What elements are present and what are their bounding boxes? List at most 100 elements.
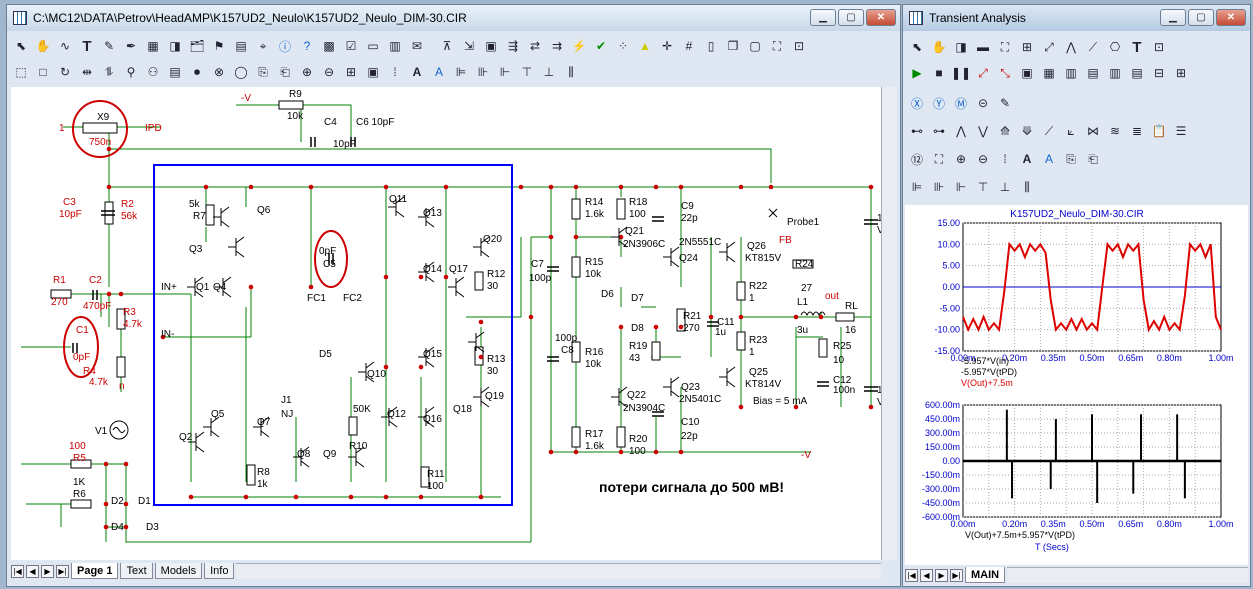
a-valley-icon[interactable]: ⋁ <box>978 124 988 138</box>
wire-icon[interactable]: ∿ <box>59 39 71 53</box>
find-icon[interactable]: ⚲ <box>126 65 136 79</box>
first-page-button[interactable]: |◀ <box>11 564 24 578</box>
a-align-mid-icon[interactable]: ⊥ <box>999 180 1011 194</box>
mirror-icon[interactable]: ⥮ <box>104 64 114 79</box>
pause-icon[interactable]: ❚❚ <box>950 66 972 80</box>
select-arrow-icon[interactable]: ⬉ <box>15 39 27 53</box>
grid-icon[interactable]: ▩ <box>323 39 335 53</box>
binoculars-icon[interactable]: ⚇ <box>147 65 159 79</box>
analysis-hscroll[interactable] <box>1007 567 1248 583</box>
a-first-button[interactable]: |◀ <box>905 568 918 582</box>
maximize-button[interactable]: ▢ <box>838 9 864 26</box>
align-left-icon[interactable]: ⊫ <box>455 65 467 79</box>
run-icon[interactable]: ▶ <box>912 66 922 80</box>
a-split-icon[interactable]: ⊟ <box>1153 66 1165 80</box>
a-next-button[interactable]: ▶ <box>935 568 948 582</box>
analysis-minimize-button[interactable]: ▁ <box>1160 9 1186 26</box>
a-zoom-in-icon[interactable]: ⊕ <box>955 152 967 166</box>
info-icon[interactable]: ⓘ <box>278 39 291 54</box>
a-fill-icon[interactable]: ≣ <box>1131 124 1143 138</box>
align-center-icon[interactable]: ⊪ <box>477 65 489 79</box>
a-table3-icon[interactable]: ▥ <box>1109 66 1121 80</box>
next-page-button[interactable]: ▶ <box>41 564 54 578</box>
copy-doc-icon[interactable]: ❐ <box>727 39 739 53</box>
doc-icon[interactable]: ▯ <box>707 39 715 53</box>
a-table2-icon[interactable]: ▤ <box>1087 66 1099 80</box>
analysis-titlebar[interactable]: Transient Analysis ▁ ▢ ✕ <box>903 5 1250 31</box>
properties-icon[interactable]: ⊡ <box>793 39 805 53</box>
a-rescale-icon[interactable]: ⤢ <box>978 65 988 80</box>
a-font-icon[interactable]: A <box>1022 152 1032 166</box>
dots-icon[interactable]: ⁘ <box>617 39 629 53</box>
matrix-icon[interactable]: ⁞ <box>393 65 397 79</box>
box-icon[interactable]: □ <box>39 65 47 79</box>
flip-x-icon[interactable]: ⇹ <box>81 65 93 79</box>
tab-main[interactable]: MAIN <box>965 567 1006 583</box>
probe-icon[interactable]: ⌖ <box>259 38 267 53</box>
analysis-maximize-button[interactable]: ▢ <box>1188 9 1214 26</box>
a-hand-icon[interactable]: ✋ <box>931 40 947 54</box>
help-icon[interactable]: ? <box>303 39 311 53</box>
a-xy-icon[interactable]: Ⓜ <box>954 96 967 111</box>
lightning-icon[interactable]: ⚡ <box>571 39 587 53</box>
warning-icon[interactable]: ▲ <box>639 39 651 53</box>
tab-text[interactable]: Text <box>120 563 153 579</box>
pen-icon[interactable]: ✒ <box>125 39 137 53</box>
a-edit-icon[interactable]: ✎ <box>999 96 1011 110</box>
page-icon[interactable]: ▭ <box>367 39 379 53</box>
tab-page-1[interactable]: Page 1 <box>71 563 119 579</box>
a-limits-icon[interactable]: ▣ <box>1021 66 1033 80</box>
paste-icon[interactable]: ⎗ <box>280 64 290 79</box>
minimize-button[interactable]: ▁ <box>810 9 836 26</box>
fit-icon[interactable]: ⛶ <box>772 38 782 53</box>
a-high-icon[interactable]: ⟰ <box>999 124 1011 138</box>
align-right-icon[interactable]: ⊩ <box>499 65 511 79</box>
a-text-icon[interactable]: T <box>1132 38 1142 56</box>
circle-icon[interactable]: ◯ <box>234 65 248 79</box>
a-align-left-icon[interactable]: ⊫ <box>911 180 923 194</box>
a-paste-icon[interactable]: ⎗ <box>1088 151 1098 166</box>
align-middle-icon[interactable]: ⊥ <box>543 65 555 79</box>
camera-icon[interactable]: ▣ <box>367 65 379 79</box>
a-slope-icon[interactable]: ⟋ <box>1088 39 1098 54</box>
clipboard-icon[interactable]: ▤ <box>169 65 181 79</box>
folder-icon[interactable]: 🗂 <box>189 39 205 53</box>
zoom-out-icon[interactable]: ⊖ <box>323 65 335 79</box>
a-y-axis-icon[interactable]: Ⓨ <box>932 96 945 111</box>
power-icon[interactable]: ⇉ <box>551 39 563 53</box>
pin-icon[interactable]: ⇲ <box>463 39 475 53</box>
pan-hand-icon[interactable]: ✋ <box>35 39 51 53</box>
cancel-icon[interactable]: ⊗ <box>213 65 225 79</box>
analysis-close-button[interactable]: ✕ <box>1216 9 1246 26</box>
a-select-icon[interactable]: ⬉ <box>911 40 923 54</box>
a-peak-icon[interactable]: ⋀ <box>1066 40 1076 54</box>
schematic-hscroll[interactable] <box>236 563 881 579</box>
check-icon[interactable]: ✔ <box>595 39 607 53</box>
a-split2-icon[interactable]: ⊞ <box>1175 66 1187 80</box>
page-setup-icon[interactable]: ▢ <box>749 39 761 53</box>
a-align-right-icon[interactable]: ⊩ <box>955 180 967 194</box>
a-x-axis-icon[interactable]: Ⓧ <box>910 96 923 111</box>
schematic-titlebar[interactable]: C:\MC12\DATA\Petrov\HeadAMP\K157UD2_Neul… <box>7 5 900 31</box>
a-box-icon[interactable]: ▬ <box>977 40 989 54</box>
a-scale2-icon[interactable]: ⤡ <box>1000 65 1010 80</box>
a-clear-icon[interactable]: ⊝ <box>977 96 989 110</box>
current-icon[interactable]: ⇄ <box>529 39 541 53</box>
a-scale-icon[interactable]: ⛶ <box>1000 39 1010 54</box>
a-global-icon[interactable]: ⟀ <box>1067 123 1075 138</box>
a-zoom-out-icon[interactable]: ⊖ <box>977 152 989 166</box>
a-peak-btn-icon[interactable]: ⋀ <box>956 124 966 138</box>
distribute-icon[interactable]: ⫼ <box>568 64 574 79</box>
a-menu-icon[interactable]: ☰ <box>1175 124 1187 138</box>
a-last-button[interactable]: ▶| <box>950 568 963 582</box>
font-icon[interactable]: A <box>412 65 422 79</box>
a-cursor-icon[interactable]: ⤢ <box>1044 39 1054 54</box>
font-style-icon[interactable]: A <box>434 65 443 79</box>
a-prev-button[interactable]: ◀ <box>920 568 933 582</box>
flag-icon[interactable]: ⚑ <box>213 39 225 53</box>
table-icon[interactable]: ▥ <box>389 39 401 53</box>
align-top-icon[interactable]: ⊤ <box>521 65 533 79</box>
a-cursor-left-icon[interactable]: ⊷ <box>911 124 923 138</box>
